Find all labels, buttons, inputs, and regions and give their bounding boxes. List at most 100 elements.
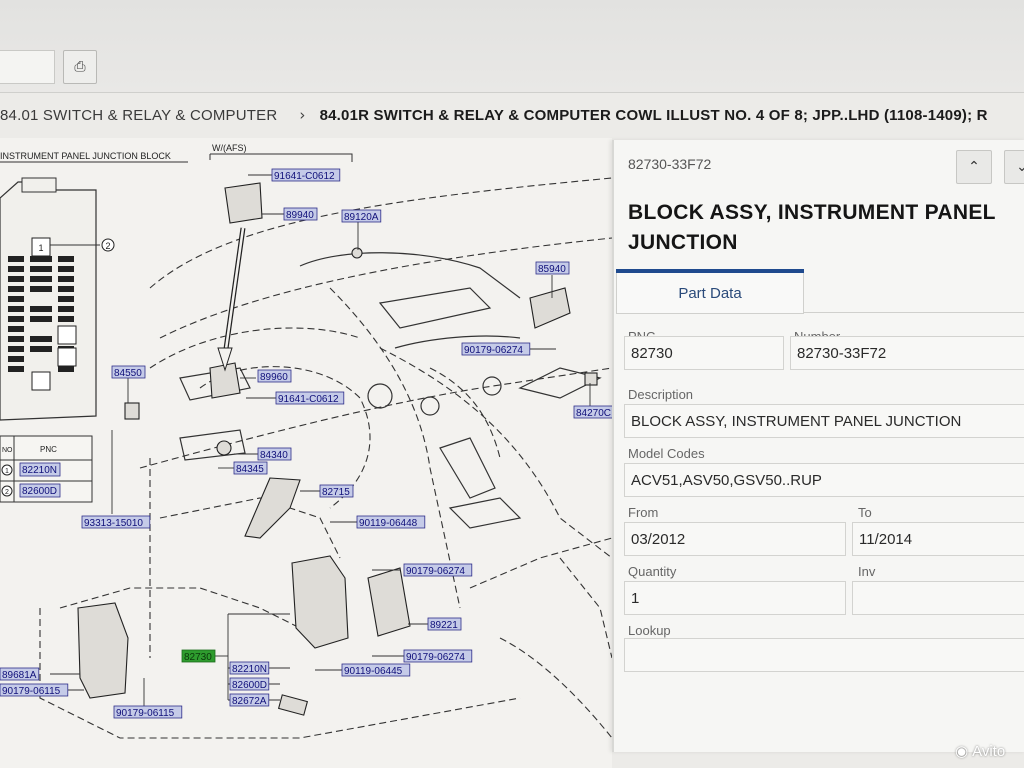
quantity-field[interactable]: 1 bbox=[624, 581, 846, 615]
callout-box[interactable] bbox=[229, 693, 270, 707]
callout-box[interactable] bbox=[535, 261, 570, 275]
callout-box[interactable] bbox=[0, 683, 69, 697]
callout-label[interactable]: 89221 bbox=[430, 620, 458, 631]
breadcrumb-parent[interactable]: 84.01 SWITCH & RELAY & COMPUTER bbox=[0, 106, 278, 124]
callout-box[interactable] bbox=[0, 667, 40, 681]
callout-label[interactable]: 90179-06115 bbox=[2, 686, 61, 697]
pnc-field[interactable]: 82730 bbox=[624, 336, 784, 370]
svg-text:82600D: 82600D bbox=[22, 486, 57, 497]
callout-box[interactable] bbox=[257, 447, 292, 461]
svg-text:2: 2 bbox=[5, 489, 9, 496]
description-label: Description bbox=[628, 387, 694, 402]
callout-label[interactable]: 90179-06274 bbox=[464, 345, 523, 356]
junction-block-drawing: 1 2 bbox=[0, 177, 115, 421]
callout-label[interactable]: 90119-06445 bbox=[344, 666, 403, 677]
breadcrumb-current: 84.01R SWITCH & RELAY & COMPUTER COWL IL… bbox=[319, 106, 988, 124]
print-icon[interactable]: ⎙ bbox=[63, 50, 97, 84]
svg-text:1: 1 bbox=[5, 468, 9, 475]
callout-label[interactable]: 84340 bbox=[260, 450, 288, 461]
parts-diagram[interactable]: INSTRUMENT PANEL JUNCTION BLOCK W/(AFS) bbox=[0, 138, 612, 768]
svg-text:1: 1 bbox=[38, 243, 43, 253]
callout-box[interactable] bbox=[283, 207, 318, 221]
callout-label[interactable]: 89960 bbox=[260, 372, 288, 383]
chevron-up-icon[interactable]: ⌃ bbox=[956, 150, 992, 184]
chevron-down-icon[interactable]: ⌄ bbox=[1004, 150, 1024, 184]
to-label: To bbox=[858, 505, 872, 520]
part-detail-panel: 82730-33F72 ⌃ ⌄ BLOCK ASSY, INSTRUMENT P… bbox=[612, 140, 1024, 752]
callout-box[interactable] bbox=[181, 649, 216, 663]
callout-box[interactable] bbox=[356, 515, 426, 529]
circle-mark: 2 bbox=[105, 241, 110, 251]
toolbar-input[interactable] bbox=[0, 50, 55, 84]
callout-box[interactable] bbox=[403, 649, 473, 663]
callout-label[interactable]: 82672A bbox=[232, 696, 267, 707]
watermark: ◉ Avito bbox=[955, 742, 1005, 761]
callout-label[interactable]: 90119-06448 bbox=[359, 518, 418, 529]
callout-box[interactable] bbox=[403, 563, 473, 577]
top-toolbar: ⎙ bbox=[0, 0, 1024, 93]
tab-part-data[interactable]: Part Data bbox=[616, 273, 804, 314]
callout-label[interactable]: 82210N bbox=[232, 664, 267, 675]
model-codes-label: Model Codes bbox=[628, 446, 705, 461]
callout-box[interactable] bbox=[229, 677, 270, 691]
from-field[interactable]: 03/2012 bbox=[624, 522, 846, 556]
callout-label[interactable]: 84345 bbox=[236, 464, 264, 475]
callout-box[interactable] bbox=[81, 515, 151, 529]
part-title: BLOCK ASSY, INSTRUMENT PANEL JUNCTION bbox=[628, 201, 996, 254]
callout-label[interactable]: 90179-06274 bbox=[406, 652, 465, 663]
callout-label[interactable]: 85940 bbox=[538, 264, 566, 275]
active-tab-indicator bbox=[616, 269, 804, 273]
lookup-field[interactable] bbox=[624, 638, 1024, 672]
callout-box[interactable] bbox=[275, 391, 345, 405]
callout-label[interactable]: 82715 bbox=[322, 487, 350, 498]
afs-label: W/(AFS) bbox=[212, 143, 247, 153]
svg-text:NO: NO bbox=[2, 447, 13, 454]
lookup-label: Lookup bbox=[628, 623, 671, 638]
callout-box[interactable] bbox=[461, 342, 531, 356]
callout-box[interactable] bbox=[319, 484, 354, 498]
inv-field[interactable] bbox=[852, 581, 1024, 615]
callout-label[interactable]: 84550 bbox=[114, 368, 142, 379]
diagram-header-label: INSTRUMENT PANEL JUNCTION BLOCK bbox=[0, 151, 171, 161]
tab-divider bbox=[804, 312, 1024, 313]
callout-label[interactable]: 93313-15010 bbox=[84, 518, 143, 529]
breadcrumb: 84.01 SWITCH & RELAY & COMPUTER › 84.01R… bbox=[0, 100, 1024, 130]
callout-box[interactable] bbox=[229, 661, 270, 675]
callout-label[interactable]: 89940 bbox=[286, 210, 314, 221]
callout-box[interactable] bbox=[257, 369, 292, 383]
callout-label[interactable]: 91641-C0612 bbox=[278, 394, 339, 405]
callout-box[interactable] bbox=[113, 705, 183, 719]
callout-box[interactable] bbox=[573, 405, 612, 419]
callout-box[interactable] bbox=[427, 617, 462, 631]
dashboard-solid bbox=[179, 252, 602, 529]
diagram-canvas: INSTRUMENT PANEL JUNCTION BLOCK W/(AFS) bbox=[0, 143, 612, 739]
callout-label[interactable]: 84270C bbox=[576, 408, 611, 419]
callout-box[interactable] bbox=[233, 461, 268, 475]
callout-label[interactable]: 89120A bbox=[344, 212, 379, 223]
to-field[interactable]: 11/2014 bbox=[852, 522, 1024, 556]
dashboard-drawing bbox=[39, 177, 612, 739]
callout-box[interactable] bbox=[341, 663, 411, 677]
quantity-label: Quantity bbox=[628, 564, 677, 579]
camera-icon: ◉ bbox=[955, 743, 969, 760]
callout-box[interactable] bbox=[341, 209, 382, 223]
pnc-table: NO PNC 1 82210N 2 82600D bbox=[0, 435, 93, 503]
callout-label[interactable]: 90179-06274 bbox=[406, 566, 465, 577]
callout-label[interactable]: 91641-C0612 bbox=[274, 171, 335, 182]
from-label: From bbox=[628, 505, 659, 520]
callout-box[interactable] bbox=[111, 365, 146, 379]
component-drawings bbox=[77, 182, 598, 716]
svg-text:82210N: 82210N bbox=[22, 465, 57, 476]
callout-box[interactable] bbox=[271, 168, 341, 182]
callout-label[interactable]: 82730 bbox=[184, 652, 212, 663]
callout-label[interactable]: 89681A bbox=[2, 670, 37, 681]
callout-label[interactable]: 82600D bbox=[232, 680, 267, 691]
number-field[interactable]: 82730-33F72 bbox=[790, 336, 1024, 370]
chevron-right-icon: › bbox=[299, 106, 306, 124]
inv-label: Inv bbox=[858, 564, 876, 579]
model-codes-field[interactable]: ACV51,ASV50,GSV50..RUP bbox=[624, 463, 1024, 497]
callout-label[interactable]: 90179-06115 bbox=[116, 708, 175, 719]
diagram-callouts: 91641-C0612 89940 89120A 85940 90179-06274 89… bbox=[0, 168, 612, 719]
part-number-header: 82730-33F72 bbox=[628, 156, 712, 172]
description-field[interactable]: BLOCK ASSY, INSTRUMENT PANEL JUNCTION bbox=[624, 404, 1024, 438]
